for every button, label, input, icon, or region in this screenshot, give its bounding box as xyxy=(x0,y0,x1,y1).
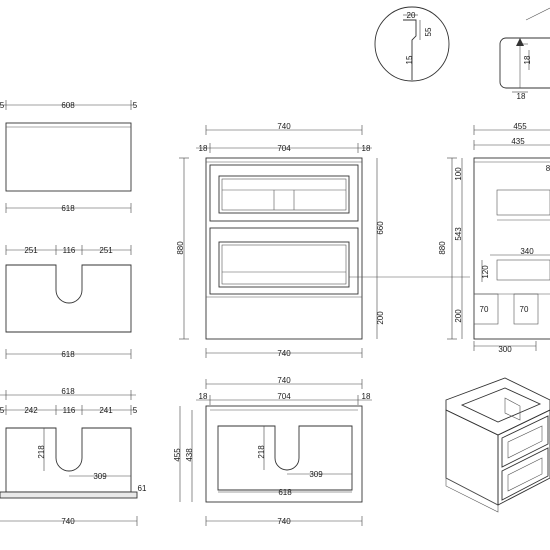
iso-plinth xyxy=(445,477,499,513)
dim-label-inner-bottom: 618 xyxy=(278,488,292,497)
dim-label-gap-left: 5 xyxy=(0,101,5,110)
dim-label-drawer-depth: 340 xyxy=(520,247,534,256)
dim-label-bottom-width: 740 xyxy=(277,349,291,358)
section-detail-drawing: 18 18 xyxy=(499,7,550,101)
base-panel-outline xyxy=(5,427,132,493)
upper-drawer-inner xyxy=(221,178,347,211)
dim-label-profile-depth: 15 xyxy=(405,55,414,64)
section-leader-line xyxy=(525,7,550,21)
dim-label-notch-depth: 218 xyxy=(257,445,266,459)
dim-label-overall-width: 740 xyxy=(277,376,291,385)
dim-label-top-width: 608 xyxy=(61,101,75,110)
dim-label-mid: 116 xyxy=(63,246,76,255)
dim-label-overall-width: 740 xyxy=(277,122,291,131)
dim-label-plinth: 200 xyxy=(376,311,385,325)
dim-label-drawer-side: 120 xyxy=(481,265,490,279)
detail-circle xyxy=(374,6,450,82)
iso-lower-drawer xyxy=(501,447,549,501)
top-panel-drawing: 5 608 5 618 xyxy=(0,100,138,213)
lower-drawer-front xyxy=(209,227,359,295)
plan-inner-outline xyxy=(217,425,353,491)
dim-label-inner-depth: 435 xyxy=(511,137,525,146)
dim-label-total: 618 xyxy=(61,350,75,359)
dim-label-depth-inner: 438 xyxy=(185,448,194,462)
iso-side-face xyxy=(445,409,499,506)
side-lower-drawer xyxy=(496,259,550,281)
section-arrow-icon xyxy=(516,38,524,46)
section-detail-frame xyxy=(499,37,550,89)
iso-upper-drawer-panel xyxy=(507,425,543,459)
dim-label-mid: 116 xyxy=(63,406,76,415)
dim-label-base-depth: 300 xyxy=(498,345,512,354)
dim-label-section-height: 18 xyxy=(523,55,532,64)
dim-label-notch-depth: 218 xyxy=(37,445,46,459)
dim-label-bottom-width: 618 xyxy=(61,204,75,213)
dim-label-height: 880 xyxy=(176,241,185,255)
dim-label-gap-right: 5 xyxy=(133,101,138,110)
dim-label-gap-right: 5 xyxy=(133,406,138,415)
dim-label-outer-bottom: 740 xyxy=(277,517,291,526)
dim-label-depth-outer: 455 xyxy=(173,448,182,462)
iso-lower-drawer-panel xyxy=(507,457,543,492)
dim-label-foot-left: 70 xyxy=(480,305,489,314)
profile-detail-drawing: 20 55 15 xyxy=(374,6,450,82)
dim-label-gap-left: 5 xyxy=(0,406,5,415)
lower-drawer-inner xyxy=(221,244,347,285)
dim-label-plinth: 200 xyxy=(454,309,463,323)
side-view-drawing: 455 435 880 100 543 200 340 120 70 70 8 … xyxy=(438,122,550,354)
cutout-panel-outline xyxy=(5,264,132,333)
dim-label-height: 880 xyxy=(438,241,447,255)
front-view-drawing: 740 18 704 18 880 660 200 740 xyxy=(176,122,470,358)
iso-front-face xyxy=(497,409,550,506)
upper-drawer-panel xyxy=(218,175,350,214)
dim-label-edge: 8 xyxy=(546,164,550,173)
dim-label-drawer-zone: 543 xyxy=(454,227,463,241)
profile-path xyxy=(403,19,417,80)
dim-label-side-left: 18 xyxy=(199,392,208,401)
dim-label-inner-width: 704 xyxy=(277,392,291,401)
plan-view-drawing: 740 18 704 18 455 438 218 309 618 740 xyxy=(173,376,372,526)
side-cabinet-outline xyxy=(473,157,550,340)
side-upper-drawer xyxy=(496,189,550,216)
dim-label-side-right: 18 xyxy=(362,392,371,401)
dim-label-foot-right: 70 xyxy=(520,305,529,314)
base-panel-drawing: 618 5 242 116 241 5 218 309 61 740 xyxy=(0,387,147,526)
dim-label-outer-width: 740 xyxy=(61,517,75,526)
dim-label-right: 251 xyxy=(99,246,113,255)
plan-outer-outline xyxy=(205,405,363,503)
dim-label-profile-top: 20 xyxy=(407,11,416,20)
base-panel-plinth xyxy=(0,491,138,499)
isometric-view-drawing xyxy=(445,377,550,513)
cabinet-outline xyxy=(205,157,363,340)
dim-label-side-left: 18 xyxy=(199,144,208,153)
cutout-panel-drawing: 251 116 251 618 xyxy=(5,245,132,359)
dim-label-section-width: 18 xyxy=(517,92,526,101)
dim-label-side-right: 18 xyxy=(362,144,371,153)
dim-label-overall-depth: 455 xyxy=(513,122,527,131)
upper-drawer-front xyxy=(209,164,359,222)
dim-label-profile-side: 55 xyxy=(424,27,433,36)
dim-label-notch-offset: 309 xyxy=(309,470,323,479)
side-foot-left xyxy=(473,293,499,325)
iso-upper-drawer xyxy=(501,415,549,468)
dim-label-side-gap: 61 xyxy=(138,484,147,493)
dim-label-left: 242 xyxy=(24,406,38,415)
iso-top-opening xyxy=(460,387,542,423)
dim-label-inner-width: 704 xyxy=(277,144,291,153)
lower-drawer-panel xyxy=(218,241,350,288)
dim-label-left: 251 xyxy=(24,246,38,255)
iso-notch xyxy=(504,397,521,421)
side-foot-right xyxy=(513,293,539,325)
dim-label-right: 241 xyxy=(99,406,113,415)
dim-label-total-width: 618 xyxy=(61,387,75,396)
dim-label-drawer-height: 660 xyxy=(376,221,385,235)
top-panel-outline xyxy=(5,122,132,192)
dim-label-top-zone: 100 xyxy=(454,167,463,181)
dim-label-notch-offset: 309 xyxy=(93,472,107,481)
